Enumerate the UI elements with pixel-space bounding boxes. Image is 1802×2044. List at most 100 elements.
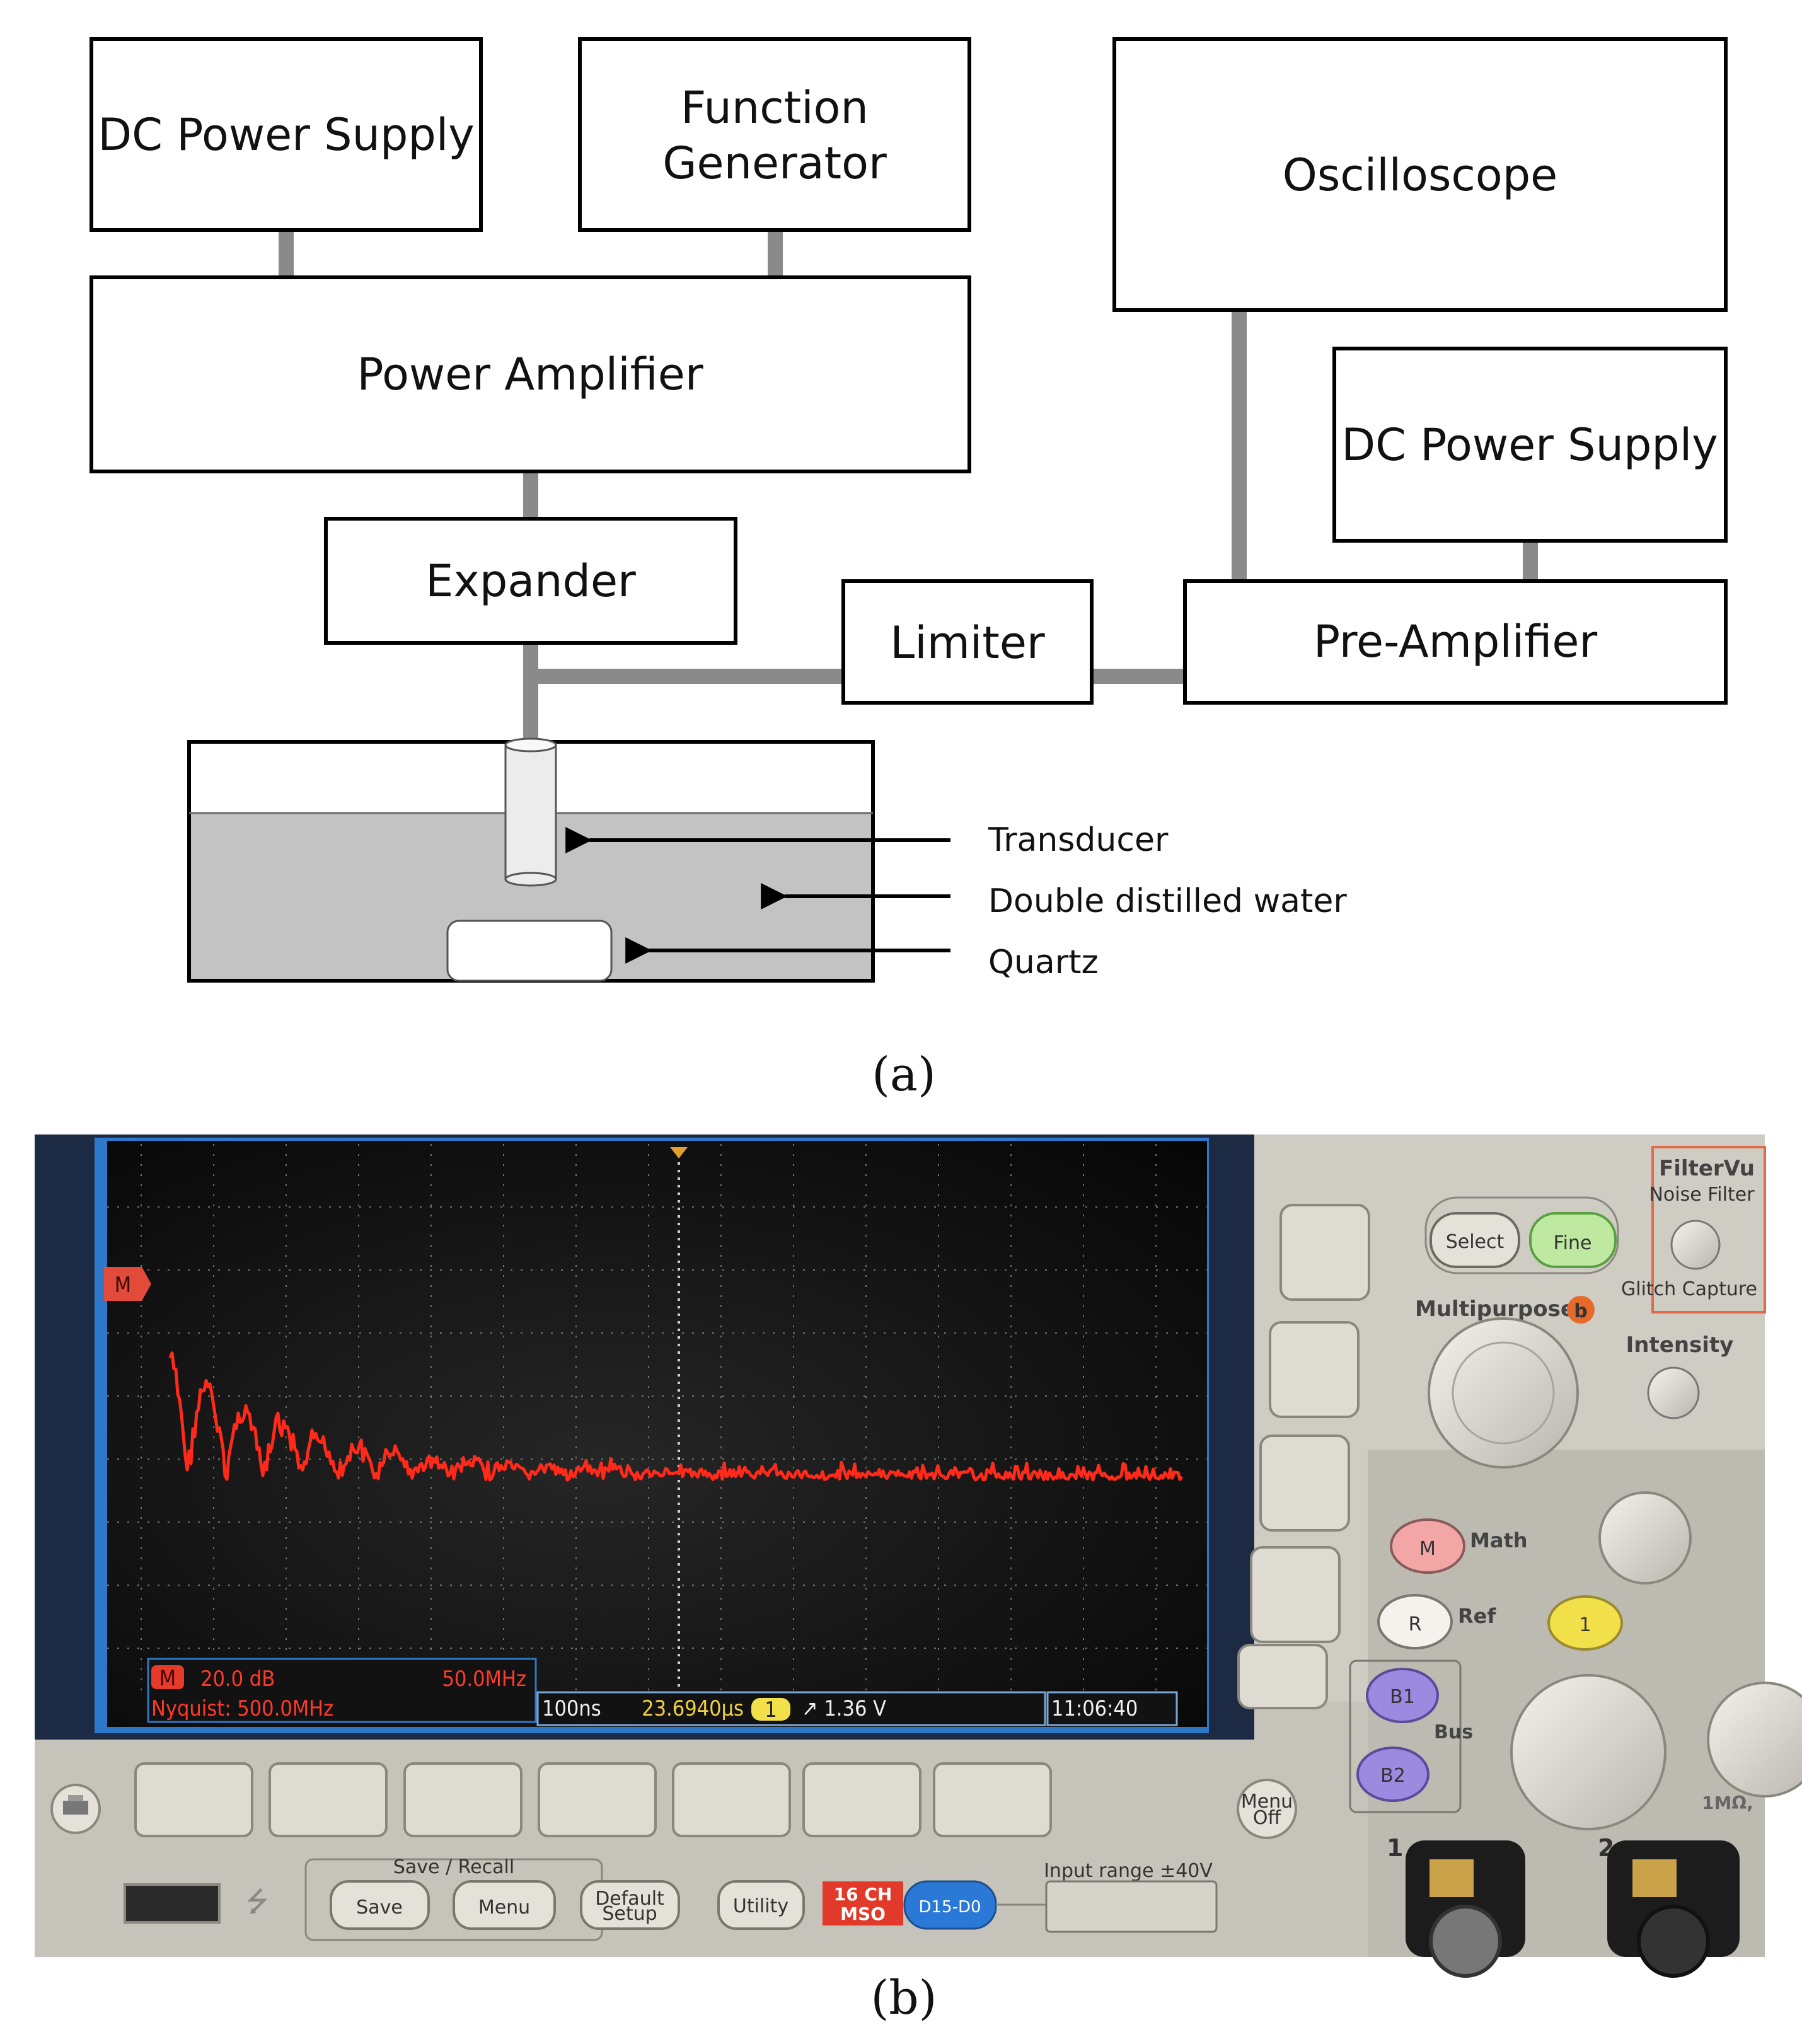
multipurpose-label: Multipurpose <box>1415 1296 1575 1322</box>
oscilloscope-block <box>1112 37 1728 312</box>
bottom-button-4[interactable] <box>538 1762 657 1837</box>
side-button-1[interactable] <box>1279 1204 1370 1301</box>
ref-label: Ref <box>1458 1604 1496 1628</box>
connector-expander-to-transducer <box>523 643 538 744</box>
limiter-block <box>841 579 1094 705</box>
limiter-label: Limiter <box>890 617 1045 669</box>
function-generator-label-1: Function <box>681 82 869 134</box>
b2-label: B2 <box>1380 1765 1406 1787</box>
bottom-button-6[interactable] <box>802 1762 921 1837</box>
bottom-button-7[interactable] <box>933 1762 1052 1837</box>
ref-button[interactable] <box>1377 1594 1453 1649</box>
usb-port[interactable] <box>124 1883 221 1924</box>
readout-math: M 20.0 dB 50.0MHz Nyquist: 500.0MHz <box>147 1658 537 1723</box>
math-button[interactable] <box>1390 1518 1465 1574</box>
menu-off-label-2: Off <box>1253 1807 1282 1829</box>
vertical-position-knob[interactable] <box>1598 1491 1692 1585</box>
save-label: Save <box>356 1897 403 1919</box>
transducer <box>504 737 557 887</box>
side-button-2[interactable] <box>1269 1321 1360 1418</box>
fine-button[interactable] <box>1529 1212 1617 1268</box>
multipurpose-knob[interactable] <box>1428 1317 1579 1469</box>
menu-button[interactable] <box>453 1880 556 1930</box>
utility-label: Utility <box>733 1895 788 1917</box>
menu-label: Menu <box>478 1897 530 1919</box>
pre-amplifier-block <box>1183 579 1728 705</box>
intensity-label: Intensity <box>1626 1332 1734 1358</box>
side-button-4[interactable] <box>1250 1546 1341 1643</box>
readout-span: 50.0MHz <box>442 1666 526 1692</box>
save-button[interactable] <box>330 1880 430 1930</box>
quartz <box>446 920 613 982</box>
bottom-button-1[interactable] <box>134 1762 253 1837</box>
menu-off-label-1: Menu <box>1241 1791 1293 1813</box>
screen <box>107 1141 1207 1727</box>
oscilloscope-label: Oscilloscope <box>1283 149 1558 201</box>
filtervu-knob[interactable] <box>1670 1220 1721 1270</box>
channel-1-button-label: 1 <box>1579 1614 1591 1636</box>
print-icon[interactable] <box>50 1784 101 1834</box>
spectrum-trace <box>168 1351 1184 1482</box>
b2-button[interactable] <box>1356 1747 1429 1802</box>
readout-position: 23.6940µs <box>642 1696 744 1721</box>
b1-button[interactable] <box>1366 1668 1439 1723</box>
dc-power-supply-block <box>90 37 483 232</box>
channel-1-bnc[interactable] <box>1406 1840 1525 1978</box>
impedance-label: 1MΩ, <box>1702 1793 1753 1813</box>
trigger-channel: 1 <box>765 1697 777 1723</box>
caption-a: (a) <box>872 1048 936 1102</box>
math-label: Math <box>1470 1528 1528 1552</box>
bottom-button-2[interactable] <box>269 1762 388 1837</box>
dc-power-supply-2-block <box>1332 347 1728 543</box>
default-label-2: Setup <box>602 1903 657 1925</box>
multipurpose-tag: b <box>1574 1300 1587 1322</box>
oscilloscope-photo: M M 20.0 dB 50.0MHz Nyquist: 500.0MHz 10… <box>35 1135 1802 1978</box>
utility-button[interactable] <box>717 1880 805 1930</box>
logic-probe-connector <box>1045 1880 1218 1933</box>
side-button-3[interactable] <box>1259 1435 1350 1532</box>
block-diagram: DC Power Supply Function Generator Oscil… <box>90 37 1728 1102</box>
side-button-5[interactable] <box>1237 1644 1328 1709</box>
save-recall-label: Save / Recall <box>393 1856 514 1878</box>
connectors <box>279 230 1538 744</box>
bottom-button-5[interactable] <box>672 1762 791 1837</box>
menu-off-button[interactable]: Menu Off <box>1237 1779 1297 1839</box>
noise-filter-label: Noise Filter <box>1649 1184 1755 1206</box>
math-button-label: M <box>1419 1538 1436 1560</box>
expander-block <box>324 517 737 645</box>
side-menu-buttons <box>1237 1204 1370 1709</box>
connector-oscilloscope-to-preamplifier <box>1232 310 1247 581</box>
function-generator-block <box>578 37 971 232</box>
dc-power-supply-2-label: DC Power Supply <box>1341 419 1718 471</box>
filtervu-label: FilterVu <box>1659 1156 1755 1181</box>
channel-2-bnc[interactable] <box>1607 1840 1740 1978</box>
channel-1-button[interactable] <box>1547 1595 1623 1651</box>
b1-label: B1 <box>1390 1686 1415 1708</box>
readout-timebase: 100ns 23.6940µs 1 ↗ 1.36 V 11:06:40 <box>536 1691 1178 1726</box>
default-setup-button[interactable] <box>580 1880 680 1930</box>
model-label-1: 16 CH <box>834 1884 892 1905</box>
vertical-scale-knob[interactable] <box>1510 1674 1666 1830</box>
bottom-button-3[interactable] <box>403 1762 523 1837</box>
connector-generator-to-amplifier <box>768 230 783 277</box>
transducer-label: Transducer <box>988 821 1169 859</box>
connector-amplifier-to-expander <box>523 471 538 519</box>
bottom-menu-buttons <box>134 1762 1052 1837</box>
math-marker-label: M <box>115 1273 131 1298</box>
channel-1-input-label: 1 <box>1387 1834 1403 1862</box>
d15-d0-label: D15-D0 <box>918 1898 981 1917</box>
caption-b: (b) <box>870 1971 937 2025</box>
dc-power-supply-label: DC Power Supply <box>98 109 474 161</box>
expander-label: Expander <box>425 555 636 607</box>
right-edge-knob[interactable] <box>1707 1682 1802 1798</box>
intensity-knob[interactable] <box>1647 1366 1700 1419</box>
usb-icon: ⭍ <box>246 1886 269 1918</box>
math-badge: M <box>159 1666 176 1691</box>
input-range-label: Input range ±40V <box>1044 1860 1213 1882</box>
readout-nyquist: Nyquist: 500.0MHz <box>151 1696 333 1721</box>
function-generator-label-2: Generator <box>662 137 887 189</box>
select-button[interactable] <box>1429 1212 1520 1268</box>
model-badge <box>823 1881 903 1926</box>
ref-button-label: R <box>1409 1614 1422 1636</box>
